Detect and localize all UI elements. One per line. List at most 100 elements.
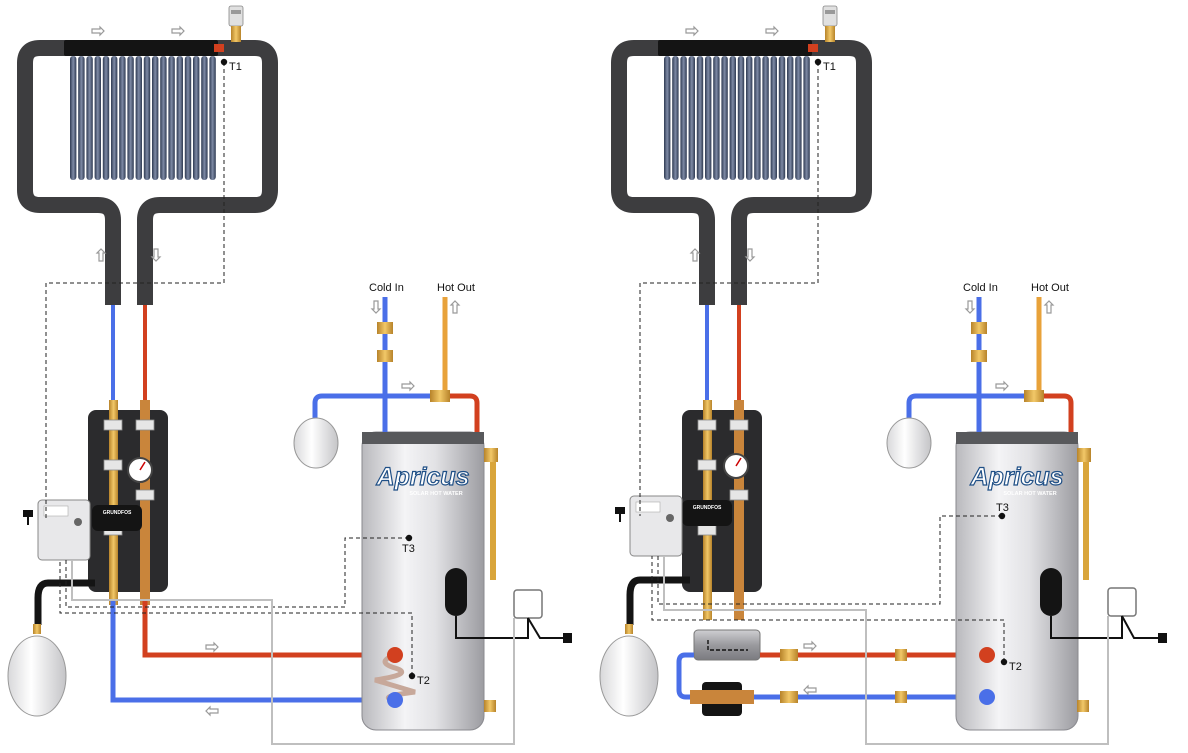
- solar-expansion-vessel-right: [599, 635, 659, 717]
- evacuated-tube: [168, 56, 175, 180]
- solar-controller-left: [37, 499, 91, 561]
- evacuated-tube: [737, 56, 745, 180]
- right-system-external-hx: GRUNDFOS: [599, 5, 1167, 745]
- evacuated-tube: [672, 56, 679, 180]
- double-line-arrow-icon: [370, 300, 382, 314]
- sensor-t1-label: T1: [229, 61, 242, 73]
- double-line-arrow-icon: [401, 380, 415, 392]
- evacuated-tube: [754, 56, 761, 180]
- double-line-arrow-icon: [150, 248, 162, 262]
- storage-tank-right: Apricus SOLAR HOT WATER: [955, 431, 1079, 731]
- tank-tagline-text: SOLAR HOT WATER: [1003, 491, 1056, 497]
- evacuated-tube: [803, 56, 810, 180]
- double-line-arrow-icon: [689, 248, 701, 262]
- evacuated-tube: [688, 56, 695, 180]
- evacuated-tube: [78, 56, 85, 180]
- evacuated-tube: [94, 56, 101, 180]
- flow-arrows: [91, 25, 1055, 717]
- collector-loop-pipe-right: [611, 40, 872, 305]
- double-line-arrow-icon: [205, 641, 219, 653]
- evacuated-tube: [680, 56, 687, 180]
- evacuated-tube: [778, 56, 786, 180]
- evacuated-tube: [770, 56, 777, 180]
- circulation-pump-right: GRUNDFOS: [682, 500, 732, 526]
- double-line-arrow-icon: [995, 380, 1009, 392]
- evacuated-tube: [127, 56, 134, 180]
- electric-element-controller-right: [1107, 587, 1137, 617]
- evacuated-tube: [152, 56, 159, 180]
- evacuated-tube: [143, 56, 151, 180]
- solar-collector-right: [658, 40, 818, 180]
- air-vent-icon: [822, 5, 838, 42]
- power-wire-left: [71, 560, 515, 745]
- evacuated-tube: [705, 56, 712, 180]
- evacuated-tube: [664, 56, 671, 180]
- evacuated-tube: [70, 56, 77, 180]
- air-vent-icon: [228, 5, 244, 42]
- cold-in-label: Cold In: [369, 282, 404, 294]
- evacuated-tube: [729, 56, 736, 180]
- sensor-wire-t3-right: [657, 515, 1002, 605]
- double-line-arrow-icon: [1043, 300, 1055, 314]
- circulation-pump-left: GRUNDFOS: [92, 505, 142, 531]
- sensor-wire-t1-right: [639, 62, 819, 516]
- storage-tank-left: Apricus SOLAR HOT WATER: [361, 431, 485, 731]
- double-line-arrow-icon: [685, 25, 699, 37]
- evacuated-tube: [713, 56, 720, 180]
- double-line-arrow-icon: [803, 684, 817, 696]
- dhw-expansion-vessel-right: [886, 417, 932, 469]
- double-line-arrow-icon: [803, 640, 817, 652]
- sensor-wire-t1-left: [45, 62, 225, 520]
- sensor-wire-t2-right: [651, 556, 1005, 662]
- pump-station-left: [88, 410, 168, 592]
- pump-brand-text: GRUNDFOS: [693, 505, 722, 511]
- power-plug-icon: [615, 507, 625, 522]
- evacuated-tube: [762, 56, 769, 180]
- double-line-arrow-icon: [95, 248, 107, 262]
- double-line-arrow-icon: [205, 705, 219, 717]
- sensor-t1-label: T1: [823, 61, 836, 73]
- hot-out-label: Hot Out: [437, 282, 475, 294]
- evacuated-tube: [193, 56, 200, 180]
- solar-controller-right: [629, 495, 683, 557]
- sensor-wire-t2-left: [59, 560, 413, 676]
- sensor-t3-label: T3: [996, 502, 1009, 514]
- cold-in-label: Cold In: [963, 282, 998, 294]
- evacuated-tube: [160, 56, 167, 180]
- solar-collector-left: [64, 40, 224, 180]
- evacuated-tube: [721, 56, 728, 180]
- evacuated-tube: [119, 56, 126, 180]
- pump-brand-text: GRUNDFOS: [103, 510, 132, 516]
- flow-pipe-hot-left: [142, 600, 395, 658]
- tank-tagline-text: SOLAR HOT WATER: [409, 491, 462, 497]
- evacuated-tube: [696, 56, 704, 180]
- collector-loop-pipe-left: [17, 40, 278, 305]
- dhw-expansion-vessel-left: [293, 417, 339, 469]
- power-plug-icon: [23, 510, 33, 525]
- sensor-t2-label: T2: [417, 675, 430, 687]
- power-wire-right: [663, 556, 1109, 745]
- evacuated-tube: [787, 56, 794, 180]
- tank-brand-text: Apricus: [375, 463, 469, 491]
- double-line-arrow-icon: [449, 300, 461, 314]
- tank-brand-text: Apricus: [969, 463, 1063, 491]
- evacuated-tube: [176, 56, 183, 180]
- hot-out-label: Hot Out: [1031, 282, 1069, 294]
- double-line-arrow-icon: [744, 248, 756, 262]
- solar-expansion-vessel-left: [7, 635, 67, 717]
- evacuated-tube: [746, 56, 753, 180]
- evacuated-tube: [135, 56, 142, 180]
- secondary-pump: [690, 682, 754, 716]
- return-pipe-cold-left: [110, 600, 395, 703]
- electric-element-controller-left: [513, 589, 543, 619]
- evacuated-tube: [184, 56, 192, 180]
- plate-heat-exchanger: [693, 629, 761, 661]
- evacuated-tube: [102, 56, 110, 180]
- evacuated-tube: [86, 56, 93, 180]
- sensor-wire-t3-left: [65, 537, 409, 608]
- double-line-arrow-icon: [171, 25, 185, 37]
- evacuated-tube: [201, 56, 208, 180]
- double-line-arrow-icon: [765, 25, 779, 37]
